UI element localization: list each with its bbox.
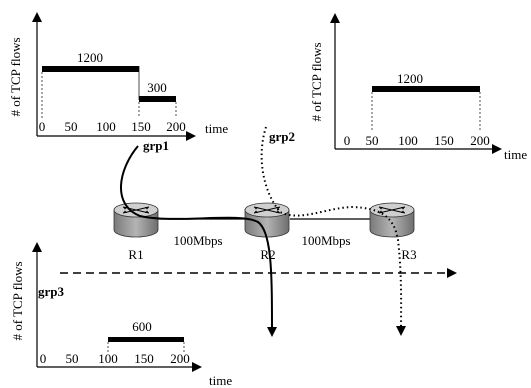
flow-path-grp2 xyxy=(260,126,407,336)
y-axis-label: # of TCP flows xyxy=(309,42,324,121)
tick-label: 150 xyxy=(131,119,151,134)
flow-bar xyxy=(42,66,139,72)
router-icon xyxy=(244,202,290,238)
tick-label: 200 xyxy=(170,351,190,366)
x-axis-label: time xyxy=(504,147,527,162)
tick-label: 0 xyxy=(344,133,351,148)
link-bandwidth-label: 100Mbps xyxy=(173,233,222,248)
group-label: grp3 xyxy=(38,284,65,299)
tick-label: 100 xyxy=(98,351,118,366)
tick-label: 100 xyxy=(398,133,418,148)
link-bandwidth-label: 100Mbps xyxy=(301,233,350,248)
tick-label: 0 xyxy=(39,119,46,134)
router-label: R1 xyxy=(128,247,143,262)
bar-value: 600 xyxy=(132,319,152,334)
router-label: R2 xyxy=(260,247,275,262)
flow-bar xyxy=(108,337,184,342)
tick-label: 200 xyxy=(166,119,186,134)
router-label: R3 xyxy=(401,247,416,262)
bar-value: 1200 xyxy=(397,71,423,86)
tick-label: 200 xyxy=(470,133,490,148)
tick-label: 150 xyxy=(134,351,154,366)
group-label: grp2 xyxy=(269,129,295,144)
tick-label: 50 xyxy=(65,119,78,134)
group-label: grp1 xyxy=(143,138,169,153)
y-axis-label: # of TCP flows xyxy=(10,261,25,340)
router-icon xyxy=(369,202,415,238)
x-axis-label: time xyxy=(205,121,228,136)
flow-chart-grp1: # of TCP flows 0 50 100 150 200 time 120… xyxy=(8,12,228,141)
y-axis-label: # of TCP flows xyxy=(8,37,23,116)
tick-label: 150 xyxy=(434,133,454,148)
flow-path-grp1 xyxy=(120,145,277,337)
x-axis-label: time xyxy=(209,373,232,388)
tick-label: 50 xyxy=(366,133,379,148)
flow-chart-grp2: # of TCP flows 0 50 100 150 200 time 120… xyxy=(309,13,527,162)
flow-chart-grp3: # of TCP flows 0 50 100 150 200 time 600 xyxy=(10,242,232,388)
tick-label: 100 xyxy=(96,119,116,134)
router-icon xyxy=(113,202,159,238)
flow-bar xyxy=(139,96,176,102)
bar-value: 1200 xyxy=(77,50,103,65)
tick-label: 50 xyxy=(66,351,79,366)
bar-value: 300 xyxy=(147,80,167,95)
flow-bar xyxy=(372,86,480,92)
tick-label: 0 xyxy=(40,351,47,366)
